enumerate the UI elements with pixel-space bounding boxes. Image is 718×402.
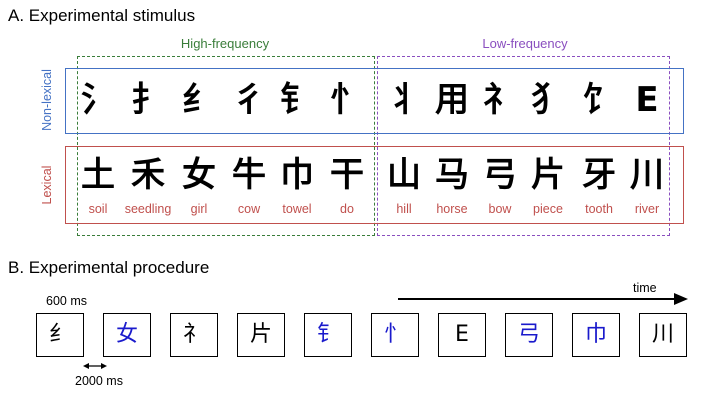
lexical-character: 禾 [131, 155, 165, 195]
section-a-title: A. Experimental stimulus [8, 6, 196, 25]
nonlexical-character: 彳 [232, 80, 266, 120]
time-arrow-head [674, 293, 688, 305]
lexical-character: 干 [330, 155, 364, 195]
character-gloss: piece [533, 202, 563, 216]
stimulus-frame: 女 [103, 313, 151, 357]
stimulus-frame: 忄 [371, 313, 419, 357]
nonlexical-character: 饣 [582, 80, 616, 120]
low-frequency-label: Low-frequency [482, 36, 568, 51]
character-gloss: horse [436, 202, 468, 216]
nonlexical-character: 纟 [182, 80, 216, 120]
lexical-character: 女 [182, 155, 216, 195]
character-gloss: bow [488, 202, 512, 216]
lexical-character: 弓 [483, 155, 517, 195]
nonlexical-character: 钅 [280, 80, 314, 120]
character-gloss: tooth [585, 202, 613, 216]
lexical-row-box [65, 146, 684, 224]
nonlexical-character: 扌 [131, 80, 165, 120]
duration-isi-label: 2000 ms [75, 374, 123, 388]
nonlexical-character: 犭 [531, 80, 565, 120]
section-b-title: B. Experimental procedure [8, 258, 210, 277]
lexical-character: 牛 [232, 155, 266, 195]
lexical-character: 川 [630, 155, 664, 195]
high-frequency-label: High-frequency [180, 36, 270, 51]
stimulus-frame: 纟 [36, 313, 84, 357]
nonlexical-character: 忄 [330, 80, 364, 120]
isi-arrow [83, 363, 107, 369]
lexical-character: 土 [81, 155, 115, 195]
lexical-character: 牙 [582, 155, 616, 195]
nonlexical-character: E [635, 80, 659, 120]
nonlexical-row-box [65, 68, 684, 134]
character-gloss: cow [237, 202, 261, 216]
stimulus-frame: 礻 [170, 313, 218, 357]
nonlexical-character: 用 [435, 80, 469, 120]
lexical-character: 马 [435, 155, 469, 195]
lexical-character: 片 [531, 155, 565, 195]
character-gloss: do [340, 202, 354, 216]
nonlexical-character: 丬 [387, 80, 421, 120]
time-label: time [633, 281, 657, 295]
lexical-character: 巾 [280, 155, 314, 195]
nonlexical-character: 氵 [81, 80, 115, 120]
character-gloss: girl [190, 202, 208, 216]
stimulus-frame: E [438, 313, 486, 357]
character-gloss: seedling [124, 202, 172, 216]
character-gloss: river [634, 202, 660, 216]
character-gloss: towel [282, 202, 312, 216]
duration-on-label: 600 ms [46, 294, 87, 308]
character-gloss: soil [88, 202, 108, 216]
lexical-character: 山 [387, 155, 421, 195]
nonlexical-character: 礻 [483, 80, 517, 120]
stimulus-frame: 钅 [304, 313, 352, 357]
stimulus-frame: 巾 [572, 313, 620, 357]
stimulus-frame: 片 [237, 313, 285, 357]
character-gloss: hill [396, 202, 412, 216]
stimulus-frame: 川 [639, 313, 687, 357]
stimulus-frame: 弓 [505, 313, 553, 357]
